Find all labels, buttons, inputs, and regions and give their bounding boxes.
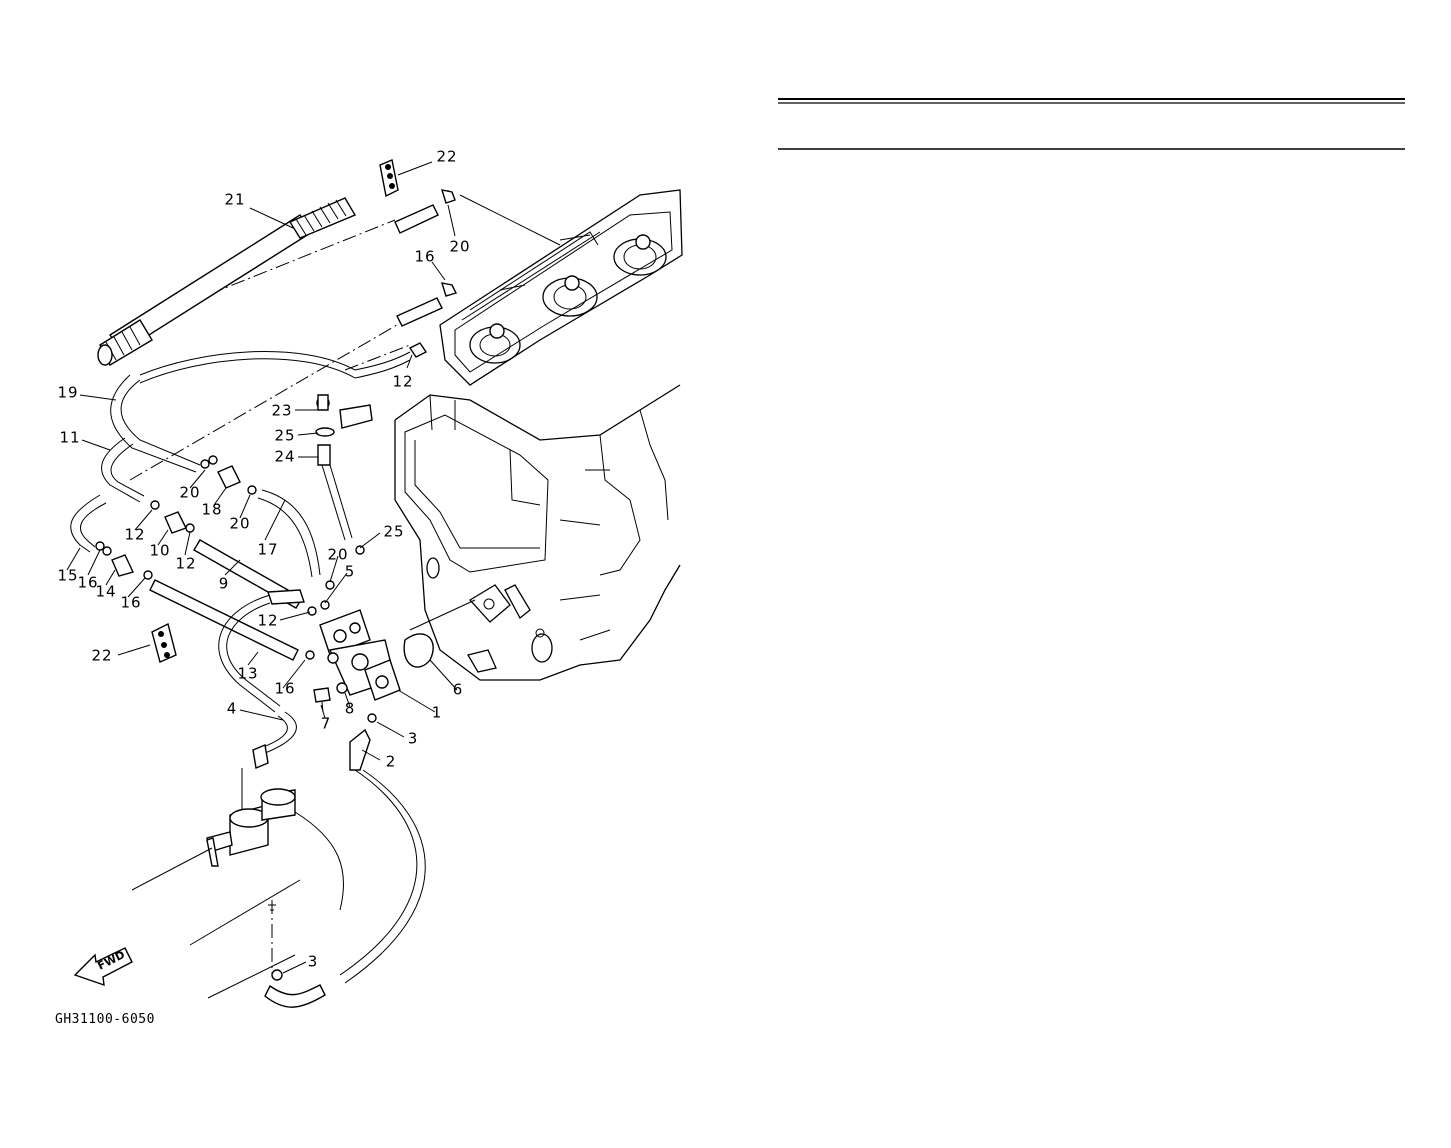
callout-15: 15 <box>57 567 78 585</box>
part-11-hose <box>101 437 145 503</box>
header-rules <box>778 98 1405 150</box>
callout-23: 23 <box>271 402 292 420</box>
callout-3-upper: 3 <box>408 730 419 748</box>
engine-block <box>394 384 681 681</box>
callout-4: 4 <box>227 700 238 718</box>
upper-hoses <box>354 189 457 379</box>
callout-11: 11 <box>59 429 80 447</box>
callout-25-upper: 25 <box>274 427 295 445</box>
callout-1: 1 <box>432 704 443 722</box>
callout-10: 10 <box>149 542 170 560</box>
callout-labels: 21 22 20 16 12 19 11 23 25 24 20 18 20 1… <box>57 148 470 971</box>
part-22-clamp-lower <box>151 622 177 663</box>
callout-20-mid: 20 <box>229 515 250 533</box>
part-17-hose <box>257 489 321 578</box>
small-fittings <box>95 394 373 660</box>
part-2-hose <box>339 728 426 984</box>
callout-20-right: 20 <box>327 546 348 564</box>
callout-14: 14 <box>95 583 116 601</box>
part-13-hose <box>149 579 305 713</box>
callout-16-mid: 16 <box>120 594 141 612</box>
callout-13: 13 <box>237 665 258 683</box>
part-4-hose <box>241 711 297 830</box>
part-15-hose <box>70 494 107 553</box>
drawing-code: GH31100-6050 <box>55 1012 155 1027</box>
part-21-rod <box>97 197 357 366</box>
callout-16-left: 16 <box>77 574 98 592</box>
callout-22-upper: 22 <box>436 148 457 166</box>
callout-25-right: 25 <box>383 523 404 541</box>
callout-22-lower: 22 <box>91 647 112 665</box>
callout-9: 9 <box>219 575 230 593</box>
callout-12-mid: 12 <box>175 555 196 573</box>
part-19-hose <box>110 351 356 473</box>
callout-21: 21 <box>224 191 245 209</box>
callout-18: 18 <box>201 501 222 519</box>
callout-leaders <box>66 161 458 974</box>
callout-19: 19 <box>57 384 78 402</box>
callout-12-upper: 12 <box>392 373 413 391</box>
part-22-clamp-upper <box>379 159 399 198</box>
callout-3-lower: 3 <box>308 953 319 971</box>
callout-12-lower: 12 <box>257 612 278 630</box>
cylinder-head-cover <box>439 189 683 386</box>
callout-5: 5 <box>345 563 356 581</box>
callout-20-left: 20 <box>179 484 200 502</box>
callout-16-upper: 16 <box>414 248 435 266</box>
fwd-arrow: FWD <box>73 947 133 987</box>
callout-2: 2 <box>386 753 397 771</box>
callout-12-left: 12 <box>124 526 145 544</box>
callout-20-upper: 20 <box>449 238 470 256</box>
lower-outlet-housing <box>131 788 345 1008</box>
callout-24: 24 <box>274 448 295 466</box>
callout-8: 8 <box>345 700 356 718</box>
callout-7: 7 <box>321 715 332 733</box>
callout-6: 6 <box>453 681 464 699</box>
callout-16-lower: 16 <box>274 680 295 698</box>
callout-17: 17 <box>257 541 278 559</box>
